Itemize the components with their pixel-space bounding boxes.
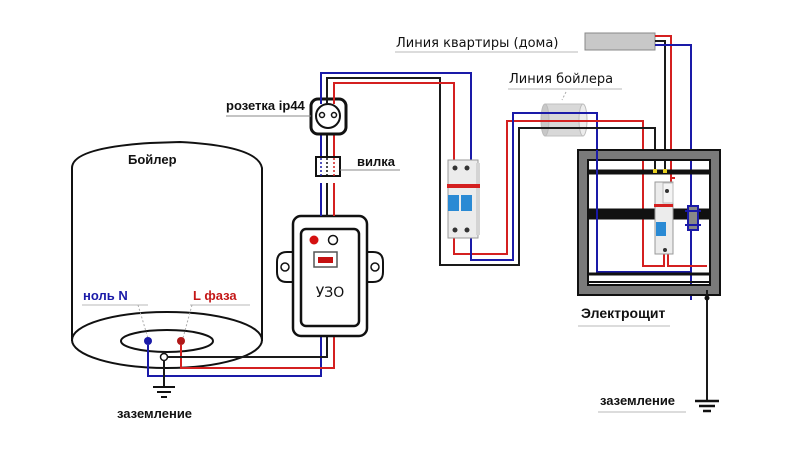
neutral-label: ноль N	[83, 288, 128, 303]
wire-neutral-boiler-rcd	[147, 335, 322, 377]
plug-label: вилка	[357, 154, 396, 169]
breaker-1pole	[654, 181, 674, 255]
breaker-2pole-handle-left[interactable]	[448, 195, 459, 211]
panel-label: Электрощит	[581, 305, 665, 321]
wire-phase-panel-breaker-in	[670, 177, 675, 183]
boiler-bottom	[71, 311, 263, 369]
wire-phase-breaker-cable	[453, 120, 550, 255]
apartment-cable	[584, 32, 656, 51]
breaker-2pole-screw-top-left	[452, 165, 458, 171]
phase-leader	[182, 304, 193, 339]
breaker-1pole-screw-top	[665, 189, 669, 193]
wire-phase-panel-return	[667, 253, 707, 267]
wire-phase-socket-breaker	[333, 82, 455, 160]
ground-symbol-right	[695, 399, 719, 413]
ground-left-label: заземление	[117, 406, 192, 421]
panel-frame-gray	[578, 150, 720, 295]
rcd-right-mount-hole	[370, 262, 380, 272]
rcd-indicator-led	[309, 235, 319, 245]
boiler-body	[71, 140, 263, 341]
breaker-1pole-handle[interactable]	[656, 222, 666, 236]
breaker-2pole-screw-top-right	[464, 165, 470, 171]
panel-terminal-2	[663, 169, 667, 173]
plug-body	[315, 156, 341, 177]
rcd-label: УЗО	[316, 285, 345, 301]
socket-pin-hole-left	[318, 111, 326, 119]
wire-neutral-breaker-cable	[470, 112, 550, 261]
socket	[309, 97, 348, 136]
apartment-line-label: Линия квартиры (дома)	[396, 36, 558, 51]
panel-frame-inner	[587, 159, 711, 286]
panel-frame-outer	[577, 149, 721, 296]
rcd-left-mount-hole	[280, 262, 290, 272]
rcd-switch-lever	[318, 257, 333, 263]
ground-symbol-left	[153, 386, 175, 398]
phase-label: L фаза	[193, 288, 237, 303]
boiler-line-leader	[561, 91, 567, 101]
neutral-bar-block	[687, 205, 699, 231]
rcd	[276, 214, 384, 338]
boiler-label: Бойлер	[128, 152, 177, 167]
panel-terminal-1	[653, 169, 657, 173]
wire-phase-apartment-panel	[655, 35, 672, 183]
wire-neutral-socket-breaker	[320, 72, 472, 160]
neutral-leader	[137, 304, 149, 339]
breaker-2pole-screw-bottom-right	[464, 227, 470, 233]
socket-pin-hole-right	[330, 111, 338, 119]
electrical-panel	[577, 149, 721, 296]
phase-terminal	[177, 337, 185, 345]
wire-phase-panel-breaker-out	[643, 253, 665, 267]
neutral-terminal	[144, 337, 152, 345]
socket-label: розетка ip44	[226, 98, 306, 113]
rcd-test-button	[327, 234, 339, 246]
plug	[315, 156, 341, 177]
breaker-2pole-handle-right[interactable]	[461, 195, 472, 211]
breaker-2pole	[447, 159, 480, 239]
neutral-bar	[685, 205, 701, 231]
wire-ground-socket-cable	[326, 77, 550, 266]
boiler	[71, 140, 263, 369]
breaker-2pole-red-band	[447, 184, 480, 188]
wire-ground-boiler-rcd	[167, 335, 328, 358]
wire-ground-apartment-panel	[655, 40, 666, 170]
panel-ground-junction	[704, 295, 710, 301]
wire-phase-cable-panel	[540, 120, 660, 267]
ground-terminal	[159, 352, 169, 362]
breaker-2pole-screw-bottom-left	[452, 227, 458, 233]
ground-right-label: заземление	[600, 393, 675, 408]
breaker-1pole-red-band	[654, 204, 673, 207]
breaker-1pole-screw-bottom	[663, 248, 667, 252]
boiler-terminal-ring	[120, 329, 214, 353]
boiler-line-label: Линия бойлера	[509, 72, 613, 87]
